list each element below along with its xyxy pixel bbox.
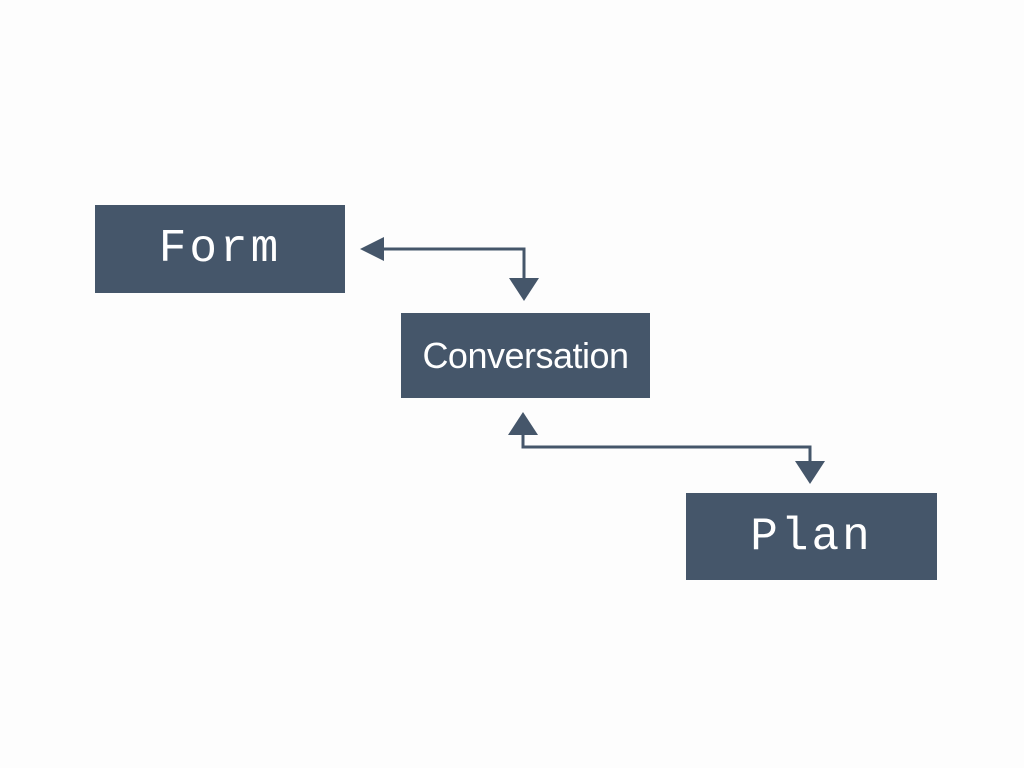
arrowhead-toward-form xyxy=(360,237,384,261)
arrowhead-toward-conversation-top xyxy=(509,278,539,301)
conversation-plan-connector xyxy=(508,412,825,484)
node-conversation: Conversation xyxy=(401,313,650,398)
form-conversation-connector xyxy=(360,237,539,301)
node-form: Form xyxy=(95,205,345,293)
arrowhead-toward-conversation-bottom xyxy=(508,412,538,435)
arrowhead-toward-plan xyxy=(795,461,825,484)
node-conversation-label: Conversation xyxy=(422,334,629,376)
node-form-label: Form xyxy=(158,223,282,275)
node-plan-label: Plan xyxy=(750,510,873,563)
conversation-plan-connector-line xyxy=(521,432,812,463)
node-plan: Plan xyxy=(686,493,937,580)
form-conversation-connector-line xyxy=(382,247,526,281)
